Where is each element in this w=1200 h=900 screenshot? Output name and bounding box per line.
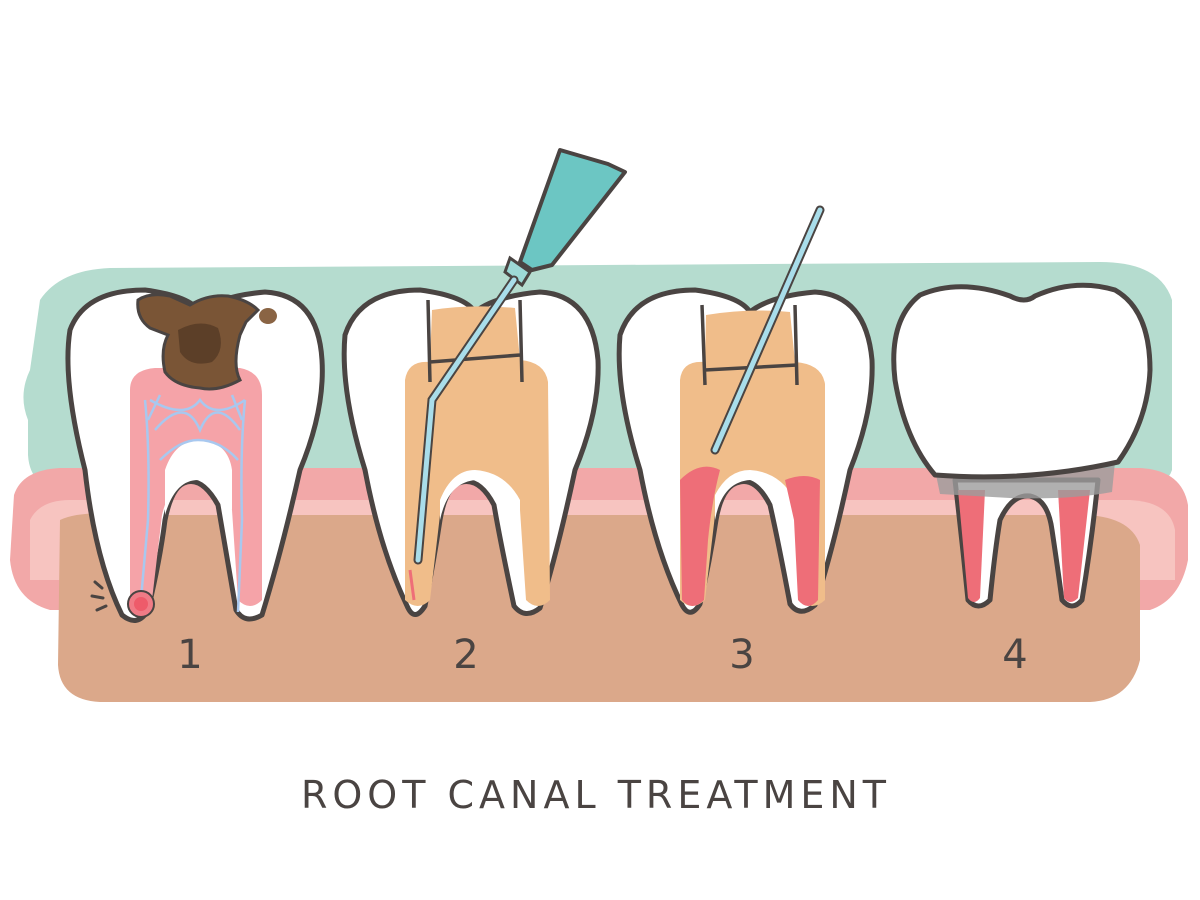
tooth-1-nerves	[138, 394, 247, 613]
tooth-4-canal-left	[958, 490, 985, 602]
tooth-1-pulp-window	[165, 440, 232, 515]
tooth-1-cavity-dark	[178, 323, 221, 364]
tooth-2-canal-blood	[408, 569, 416, 601]
diagram-title: ROOT CANAL TREATMENT	[301, 773, 891, 817]
dental-file-instrument	[413, 148, 627, 565]
tooth-1-pulp	[130, 368, 262, 606]
step-number-4: 4	[1002, 632, 1027, 678]
tooth-1-pain-marks	[90, 580, 108, 612]
tooth-2-filling-window	[440, 470, 520, 520]
step-number-2: 2	[453, 632, 478, 678]
tooth-3-canal-filling-right	[785, 476, 820, 606]
tooth-1-abscess-core	[134, 597, 148, 611]
tooth-1-decay-spot	[259, 308, 277, 324]
step-number-3: 3	[729, 632, 754, 678]
jaw-bone	[58, 513, 1140, 702]
tooth-3-canal-filling-left	[680, 466, 720, 606]
step-number-1: 1	[177, 632, 202, 678]
tooth-3-filling	[616, 205, 875, 615]
tooth-3-filling-window	[715, 470, 795, 520]
tooth-4-crowned	[891, 282, 1153, 609]
tooth-2-chamber-lines	[426, 299, 524, 383]
tooth-2-cleaning	[341, 148, 627, 617]
tooth-4-crown	[891, 282, 1153, 480]
tooth-4-canal-right	[1058, 490, 1090, 602]
tooth-3-filling	[680, 310, 825, 606]
tooth-1-decayed	[65, 287, 325, 623]
filling-instrument	[710, 205, 825, 455]
